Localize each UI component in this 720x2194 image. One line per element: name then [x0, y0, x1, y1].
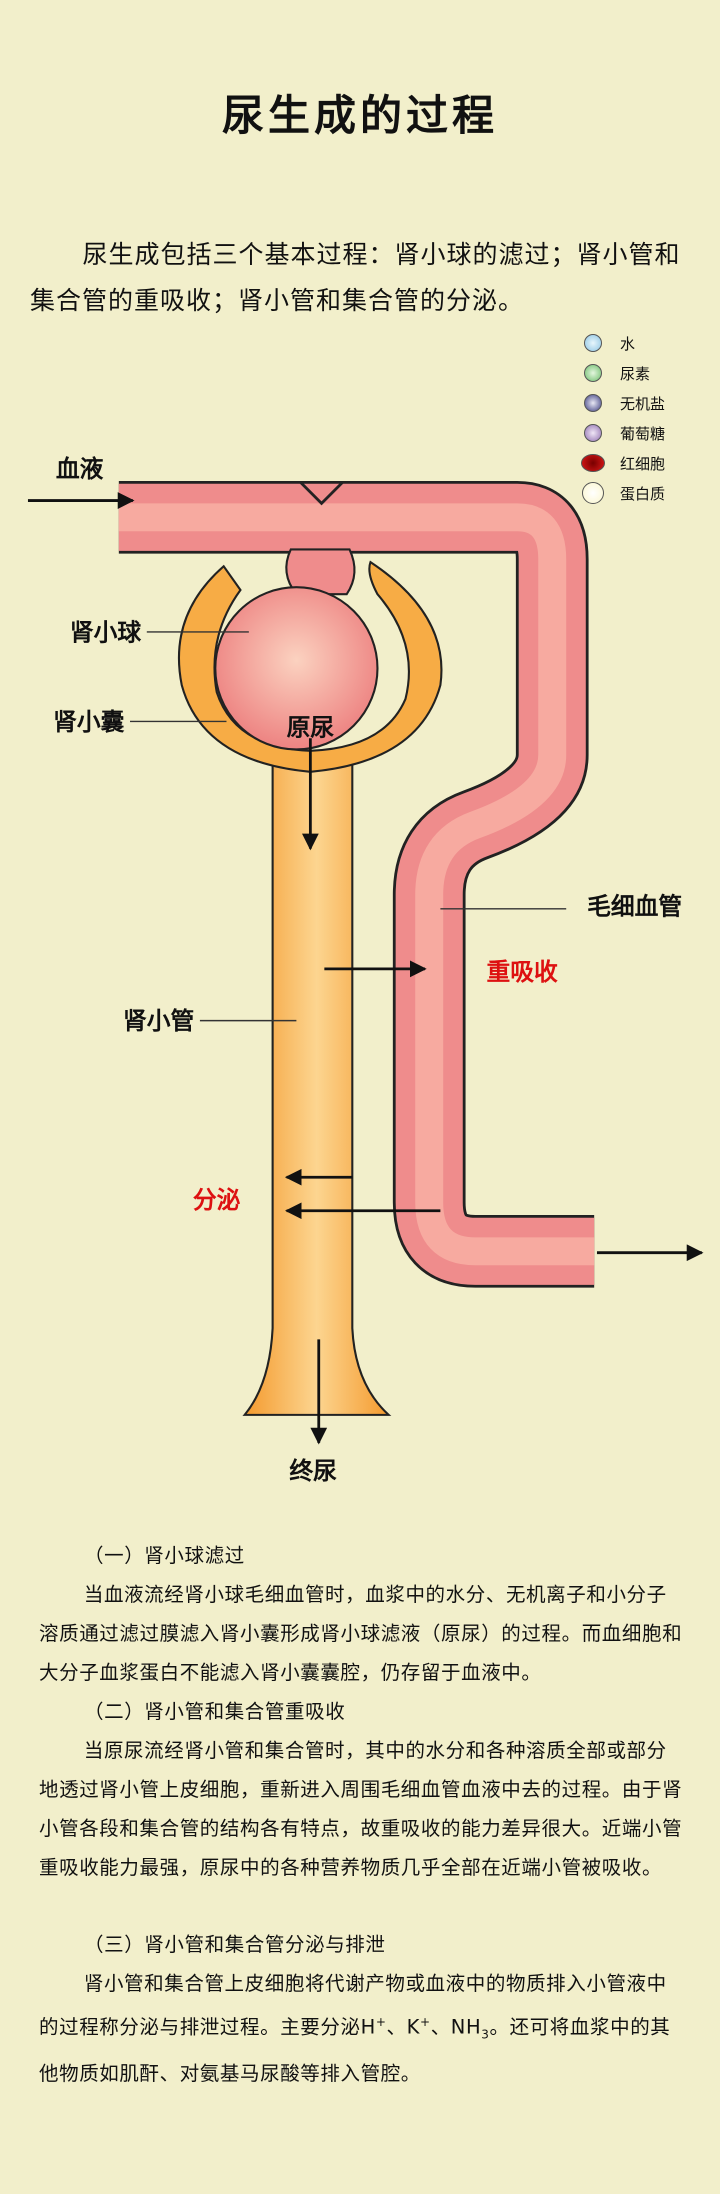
section-heading: （一）肾小球滤过 — [84, 1544, 245, 1567]
label-reabsorption: 重吸收 — [487, 958, 559, 986]
text-part: 肾小管和集合管上皮细胞将代谢产物或血液中的物质排入小管液中的过程称分泌与排泄过程… — [39, 1972, 667, 2039]
label-secretion: 分泌 — [193, 1186, 241, 1214]
subscript: 3 — [481, 2027, 490, 2042]
urea-dot-icon — [584, 364, 602, 382]
legend-item-rbc: 红细胞 — [581, 448, 666, 478]
legend-label: 水 — [620, 334, 636, 353]
legend-item-urea: 尿素 — [584, 358, 665, 388]
label-final-urine: 终尿 — [289, 1457, 337, 1485]
intro-text: 尿生成包括三个基本过程：肾小球的滤过；肾小管和集合管的重吸收；肾小管和集合管的分… — [30, 240, 681, 315]
legend-item-water: 水 — [584, 328, 665, 358]
label-capillary: 毛细血管 — [587, 892, 682, 920]
section-filtration: （一）肾小球滤过 当血液流经肾小球毛细血管时，血浆中的水分、无机离子和小分子溶质… — [39, 1536, 684, 1692]
page-title: 尿生成的过程 — [221, 91, 498, 140]
text-part: 、NH — [430, 2015, 482, 2039]
label-primary-urine: 原尿 — [287, 713, 335, 741]
label-blood: 血液 — [56, 455, 104, 483]
label-tubule: 肾小管 — [123, 1007, 194, 1035]
legend-label: 无机盐 — [620, 394, 666, 413]
legend: 水 尿素 无机盐 葡萄糖 红细胞 蛋白质 — [581, 328, 666, 508]
section-text: 当原尿流经肾小管和集合管时，其中的水分和各种溶质全部或部分地透过肾小管上皮细胞，… — [39, 1739, 683, 1879]
legend-label: 葡萄糖 — [620, 424, 666, 443]
superscript: + — [375, 2015, 387, 2029]
legend-item-protein: 蛋白质 — [582, 478, 666, 508]
text-part: 、K — [386, 2015, 421, 2039]
label-glomerulus: 肾小球 — [70, 618, 142, 646]
protein-dot-icon — [582, 482, 604, 504]
section-heading: （三）肾小管和集合管分泌与排泄 — [84, 1933, 386, 1956]
glomerulus — [214, 586, 379, 751]
salt-dot-icon — [584, 394, 602, 412]
legend-label: 蛋白质 — [620, 484, 666, 503]
renal-tubule — [242, 753, 392, 1416]
glucose-dot-icon — [584, 424, 602, 442]
legend-label: 尿素 — [620, 364, 651, 383]
section-text: 当血液流经肾小球毛细血管时，血浆中的水分、无机离子和小分子溶质通过滤过膜滤入肾小… — [39, 1583, 683, 1684]
section-secretion: （三）肾小管和集合管分泌与排泄 肾小管和集合管上皮细胞将代谢产物或血液中的物质排… — [39, 1925, 684, 2093]
label-capsule: 肾小囊 — [53, 708, 125, 736]
blood-vessel — [118, 480, 595, 1288]
rbc-dot-icon — [581, 454, 605, 472]
legend-label: 红细胞 — [620, 454, 666, 473]
superscript: + — [420, 2015, 431, 2029]
legend-item-glucose: 葡萄糖 — [584, 418, 665, 448]
water-dot-icon — [584, 334, 602, 352]
section-text: 肾小管和集合管上皮细胞将代谢产物或血液中的物质排入小管液中的过程称分泌与排泄过程… — [39, 1964, 684, 2093]
section-reabsorption: （二）肾小管和集合管重吸收 当原尿流经肾小管和集合管时，其中的水分和各种溶质全部… — [39, 1692, 684, 1887]
text-part: 。还可将血浆中的其他物质如肌酐、对氨基马尿酸等排入管腔。 — [39, 2015, 671, 2086]
legend-item-salt: 无机盐 — [584, 388, 665, 418]
section-heading: （二）肾小管和集合管重吸收 — [84, 1700, 346, 1723]
nephron-diagram: 血液 肾小球 肾小囊 原尿 毛细血管 重吸收 肾小管 分泌 终尿 — [27, 455, 704, 1485]
